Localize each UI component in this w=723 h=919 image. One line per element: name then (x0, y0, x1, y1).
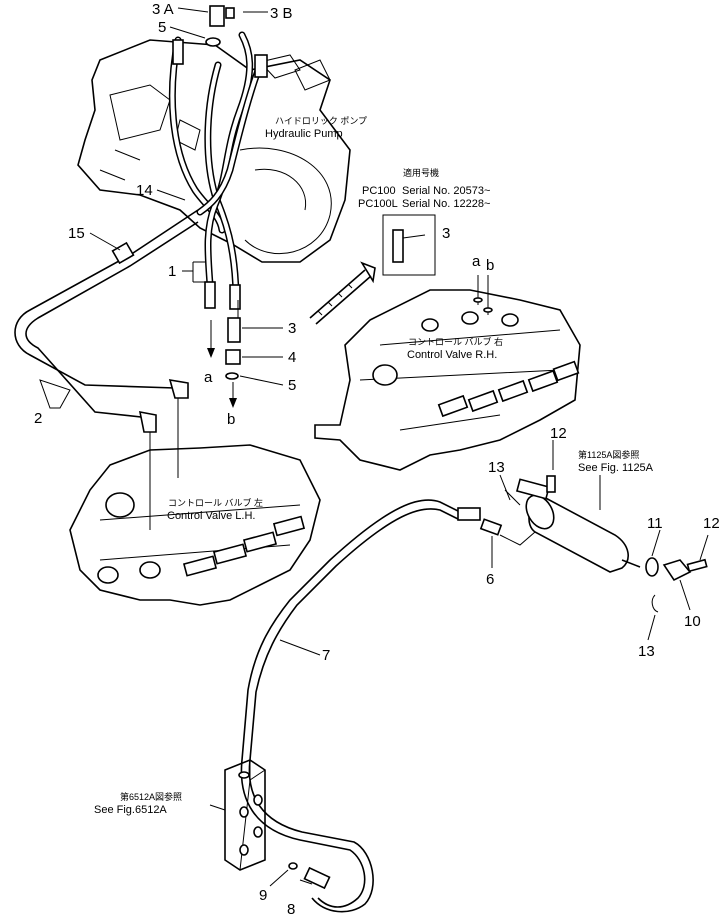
label-3-mid: 3 (288, 320, 296, 337)
label-b-right: b (486, 257, 494, 274)
label-13-bottom: 13 (638, 643, 655, 660)
fig-1125a-label-en: See Fig. 1125A (578, 462, 654, 474)
label-11: 11 (647, 515, 663, 532)
fitting-3-box (392, 229, 404, 263)
label-3b: 3 B (270, 5, 293, 22)
serial-heading: 適用号機 (403, 167, 439, 178)
o-ring-5-top (205, 37, 221, 47)
label-8: 8 (287, 901, 295, 918)
pump-label-jp: ハイドロリック ポンプ (275, 116, 367, 126)
block-10 (662, 559, 692, 582)
label-5-top: 5 (158, 19, 166, 36)
clamp-15 (111, 241, 135, 265)
pump-hoses (168, 31, 266, 299)
leader-lines (39, 7, 709, 887)
label-15: 15 (68, 225, 85, 242)
fig-6512a-label-jp: 第6512A図参照 (120, 791, 182, 802)
fitting-3-mid (227, 317, 241, 343)
label-b-mid: b (227, 411, 235, 428)
hydraulic-pump (77, 39, 351, 263)
o-ring-9 (288, 862, 298, 870)
label-13-top: 13 (488, 459, 505, 476)
bolt-12-right (686, 558, 708, 573)
serial-pc100-model: PC100 (362, 185, 396, 197)
control-valve-rh (314, 275, 581, 471)
label-12-right: 12 (703, 515, 720, 532)
pump-label-en: Hydraulic Pump (265, 128, 343, 140)
elbow-fitting (138, 410, 157, 433)
cylinder (499, 475, 641, 573)
serial-pc100l-number: Serial No. 12228~ (402, 198, 490, 210)
top-fittings (172, 5, 268, 78)
label-a-right: a (472, 253, 481, 270)
fitting-8 (303, 866, 331, 890)
fitting-6 (479, 518, 503, 568)
fitting-3a (209, 5, 225, 27)
label-9: 9 (259, 887, 267, 904)
cv-rh-label-jp: コントロール バルブ 右 (408, 336, 503, 347)
label-7: 7 (322, 647, 330, 664)
cv-lh-label-jp: コントロール バルブ 左 (168, 497, 263, 508)
label-a-mid: a (204, 369, 213, 386)
hatched-arrow (309, 261, 376, 325)
label-3-box: 3 (442, 225, 450, 242)
pipe-fitting (457, 507, 481, 521)
control-valve-lh (69, 444, 321, 606)
part-number-labels: 3 A 3 B 5 14 15 1 2 3 3 4 5 a b a b 12 1… (34, 1, 720, 918)
hose-fitting (229, 284, 241, 310)
fitting-3b (225, 7, 235, 19)
label-6: 6 (486, 571, 494, 588)
label-10: 10 (684, 613, 701, 630)
hose-group-1 (204, 281, 241, 408)
hose-fitting (204, 281, 216, 309)
valve-block (224, 759, 331, 890)
label-2: 2 (34, 410, 42, 427)
cv-lh-label-en: Control Valve L.H. (167, 510, 255, 522)
washer-11 (645, 557, 659, 577)
fig-6512a-label-en: See Fig.6512A (94, 804, 167, 816)
pipe-15-and-2 (14, 209, 199, 530)
fig-1125a-label-jp: 第1125A図参照 (578, 449, 639, 460)
pin-13-bottom (651, 594, 659, 613)
label-12-top: 12 (550, 425, 567, 442)
pipe-7 (240, 499, 481, 913)
right-small-parts (645, 557, 708, 613)
serial-box (382, 214, 436, 276)
serial-pc100-number: Serial No. 20573~ (402, 185, 490, 197)
hose-end-fitting (254, 54, 268, 78)
bolt-12-top (546, 475, 556, 493)
label-1: 1 (168, 263, 176, 280)
elbow-fitting (168, 379, 189, 399)
o-ring-5-mid (225, 372, 239, 380)
label-4: 4 (288, 349, 296, 366)
label-14: 14 (136, 182, 153, 199)
annotation-labels: ハイドロリック ポンプ Hydraulic Pump 適用号機 PC100 Se… (94, 116, 654, 816)
nut-4 (225, 349, 241, 365)
label-3a: 3 A (152, 1, 174, 18)
cv-rh-label-en: Control Valve R.H. (407, 349, 497, 361)
serial-pc100l-model: PC100L (358, 198, 398, 210)
hose-end-fitting (172, 39, 184, 65)
label-5-mid: 5 (288, 377, 296, 394)
